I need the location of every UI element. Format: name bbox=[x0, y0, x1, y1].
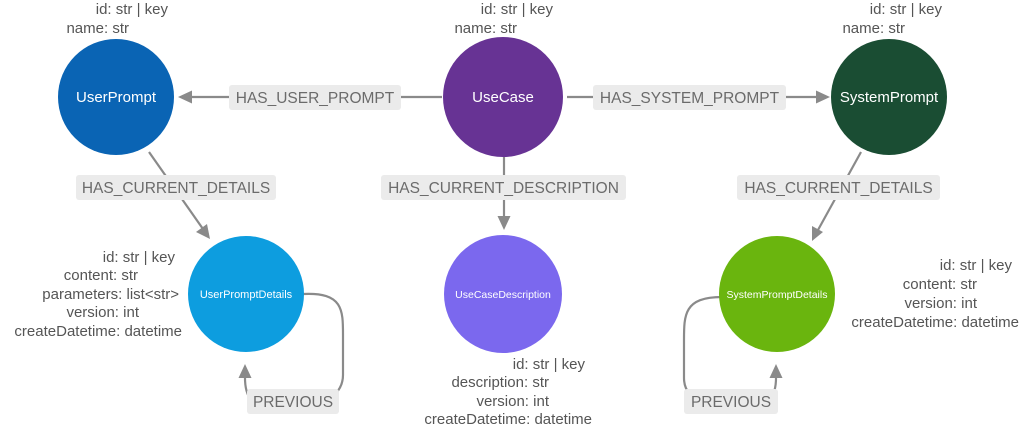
props-use-case-description: id: str | key description: str version: … bbox=[424, 356, 592, 428]
prop-line: version: int bbox=[66, 304, 139, 321]
node-user-prompt-details[interactable]: UserPromptDetails bbox=[188, 236, 304, 352]
edge-label-has-current-details-user: HAS_CURRENT_DETAILS bbox=[82, 180, 270, 197]
prop-line: id: str | key bbox=[96, 1, 169, 18]
node-label-user-prompt: UserPrompt bbox=[76, 89, 157, 106]
edge-has-system-prompt: HAS_SYSTEM_PROMPT bbox=[567, 85, 830, 110]
props-system-prompt: id: str | key name: str bbox=[842, 1, 942, 37]
prop-line: content: str bbox=[903, 276, 977, 293]
props-system-prompt-details: id: str | key content: str version: int … bbox=[851, 257, 1019, 331]
node-label-system-prompt: SystemPrompt bbox=[840, 89, 939, 106]
node-label-use-case: UseCase bbox=[472, 89, 534, 106]
edge-label-previous-system: PREVIOUS bbox=[691, 394, 771, 411]
prop-line: name: str bbox=[842, 20, 905, 37]
node-system-prompt-details[interactable]: SystemPromptDetails bbox=[719, 236, 835, 352]
edge-previous-user: PREVIOUS bbox=[238, 292, 345, 414]
prop-line: version: int bbox=[476, 393, 549, 410]
prop-line: id: str | key bbox=[481, 1, 554, 18]
prop-line: name: str bbox=[454, 20, 517, 37]
prop-line: id: str | key bbox=[870, 1, 943, 18]
edge-has-current-details-user: HAS_CURRENT_DETAILS bbox=[76, 151, 276, 239]
prop-line: name: str bbox=[66, 20, 129, 37]
edge-has-user-prompt: HAS_USER_PROMPT bbox=[178, 85, 442, 110]
prop-line: createDatetime: datetime bbox=[14, 323, 182, 340]
prop-line: description: str bbox=[451, 374, 549, 391]
edge-label-previous-user: PREVIOUS bbox=[253, 394, 333, 411]
edge-label-has-current-description: HAS_CURRENT_DESCRIPTION bbox=[388, 180, 619, 197]
edge-has-current-description: HAS_CURRENT_DESCRIPTION bbox=[381, 157, 626, 230]
edge-previous-system: PREVIOUS bbox=[682, 295, 783, 414]
prop-line: id: str | key bbox=[103, 249, 176, 266]
prop-line: parameters: list<str> bbox=[42, 286, 179, 303]
node-user-prompt[interactable]: UserPrompt bbox=[58, 39, 174, 155]
props-user-prompt: id: str | key name: str bbox=[66, 1, 168, 37]
prop-line: version: int bbox=[904, 295, 977, 312]
edge-label-has-user-prompt: HAS_USER_PROMPT bbox=[236, 90, 395, 107]
props-use-case: id: str | key name: str bbox=[454, 1, 553, 37]
node-system-prompt[interactable]: SystemPrompt bbox=[831, 39, 947, 155]
prop-line: content: str bbox=[64, 267, 138, 284]
prop-line: createDatetime: datetime bbox=[851, 314, 1019, 331]
node-use-case[interactable]: UseCase bbox=[443, 37, 563, 157]
node-use-case-description[interactable]: UseCaseDescription bbox=[444, 235, 562, 353]
edge-has-current-details-system: HAS_CURRENT_DETAILS bbox=[737, 151, 940, 241]
prop-line: id: str | key bbox=[513, 356, 586, 373]
prop-line: createDatetime: datetime bbox=[424, 411, 592, 428]
node-label-system-prompt-details: SystemPromptDetails bbox=[727, 289, 828, 301]
edge-label-has-current-details-system: HAS_CURRENT_DETAILS bbox=[744, 180, 932, 197]
edge-label-has-system-prompt: HAS_SYSTEM_PROMPT bbox=[600, 90, 780, 107]
node-label-use-case-description: UseCaseDescription bbox=[455, 289, 551, 301]
props-user-prompt-details: id: str | key content: str parameters: l… bbox=[14, 249, 182, 340]
prop-line: id: str | key bbox=[940, 257, 1013, 274]
node-label-user-prompt-details: UserPromptDetails bbox=[200, 289, 293, 301]
